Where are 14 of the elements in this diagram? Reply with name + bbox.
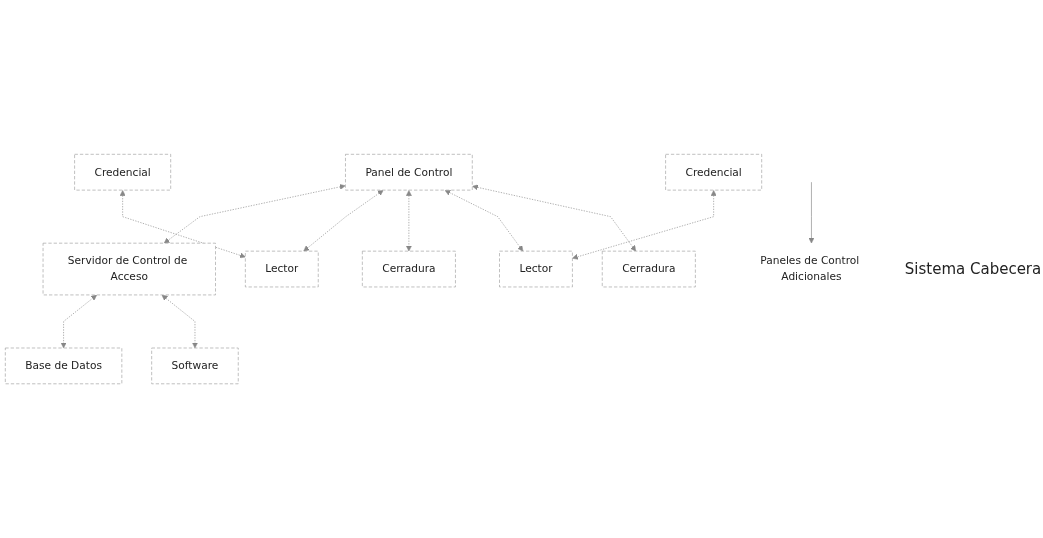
component-box: Credencial [74,153,171,191]
component-box: Cerradura [362,250,456,288]
component-box: Software [151,347,239,385]
component-box: Lector [499,250,573,288]
arrow [472,184,636,252]
system-label: Sistema Cabecera [903,260,1043,278]
component-box: Base de Datos [5,347,123,385]
component-box: Credencial [665,153,763,191]
component-box: Servidor de Control de Acceso [42,242,216,296]
arrow [405,190,412,252]
component-box: Lector [245,250,319,288]
text-label: Paneles de Control Adicionales [760,254,860,283]
component-box: Cerradura [601,250,696,288]
component-box: Panel de Control [345,153,473,191]
